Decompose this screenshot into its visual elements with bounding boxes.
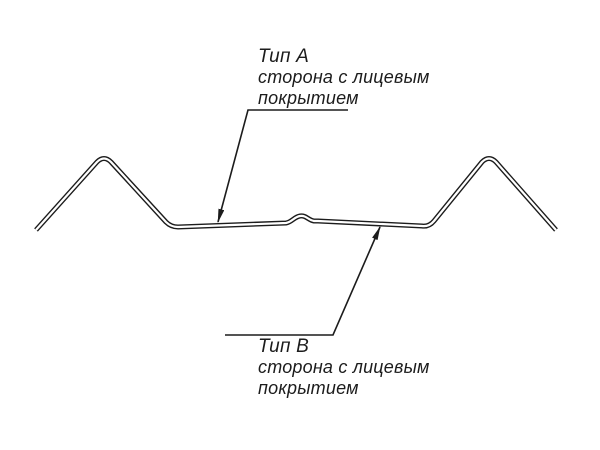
type-b-leader-line bbox=[225, 226, 381, 336]
type-a-text-line1: сторона с лицевым bbox=[258, 67, 430, 87]
type-b-title: Тип B bbox=[258, 336, 309, 357]
type-b-text-line2: покрытием bbox=[258, 378, 359, 398]
profile-sheet-inner-line bbox=[35, 157, 557, 231]
type-a-leader-line bbox=[217, 109, 348, 223]
type-a-callout: Тип А сторона с лицевым покрытием bbox=[258, 46, 430, 109]
type-b-text-line1: сторона с лицевым bbox=[258, 357, 430, 377]
type-b-callout: Тип B сторона с лицевым покрытием bbox=[258, 336, 430, 399]
type-a-title: Тип А bbox=[258, 46, 309, 67]
profile-sheet-outline bbox=[34, 156, 558, 232]
type-a-text-line2: покрытием bbox=[258, 88, 359, 108]
